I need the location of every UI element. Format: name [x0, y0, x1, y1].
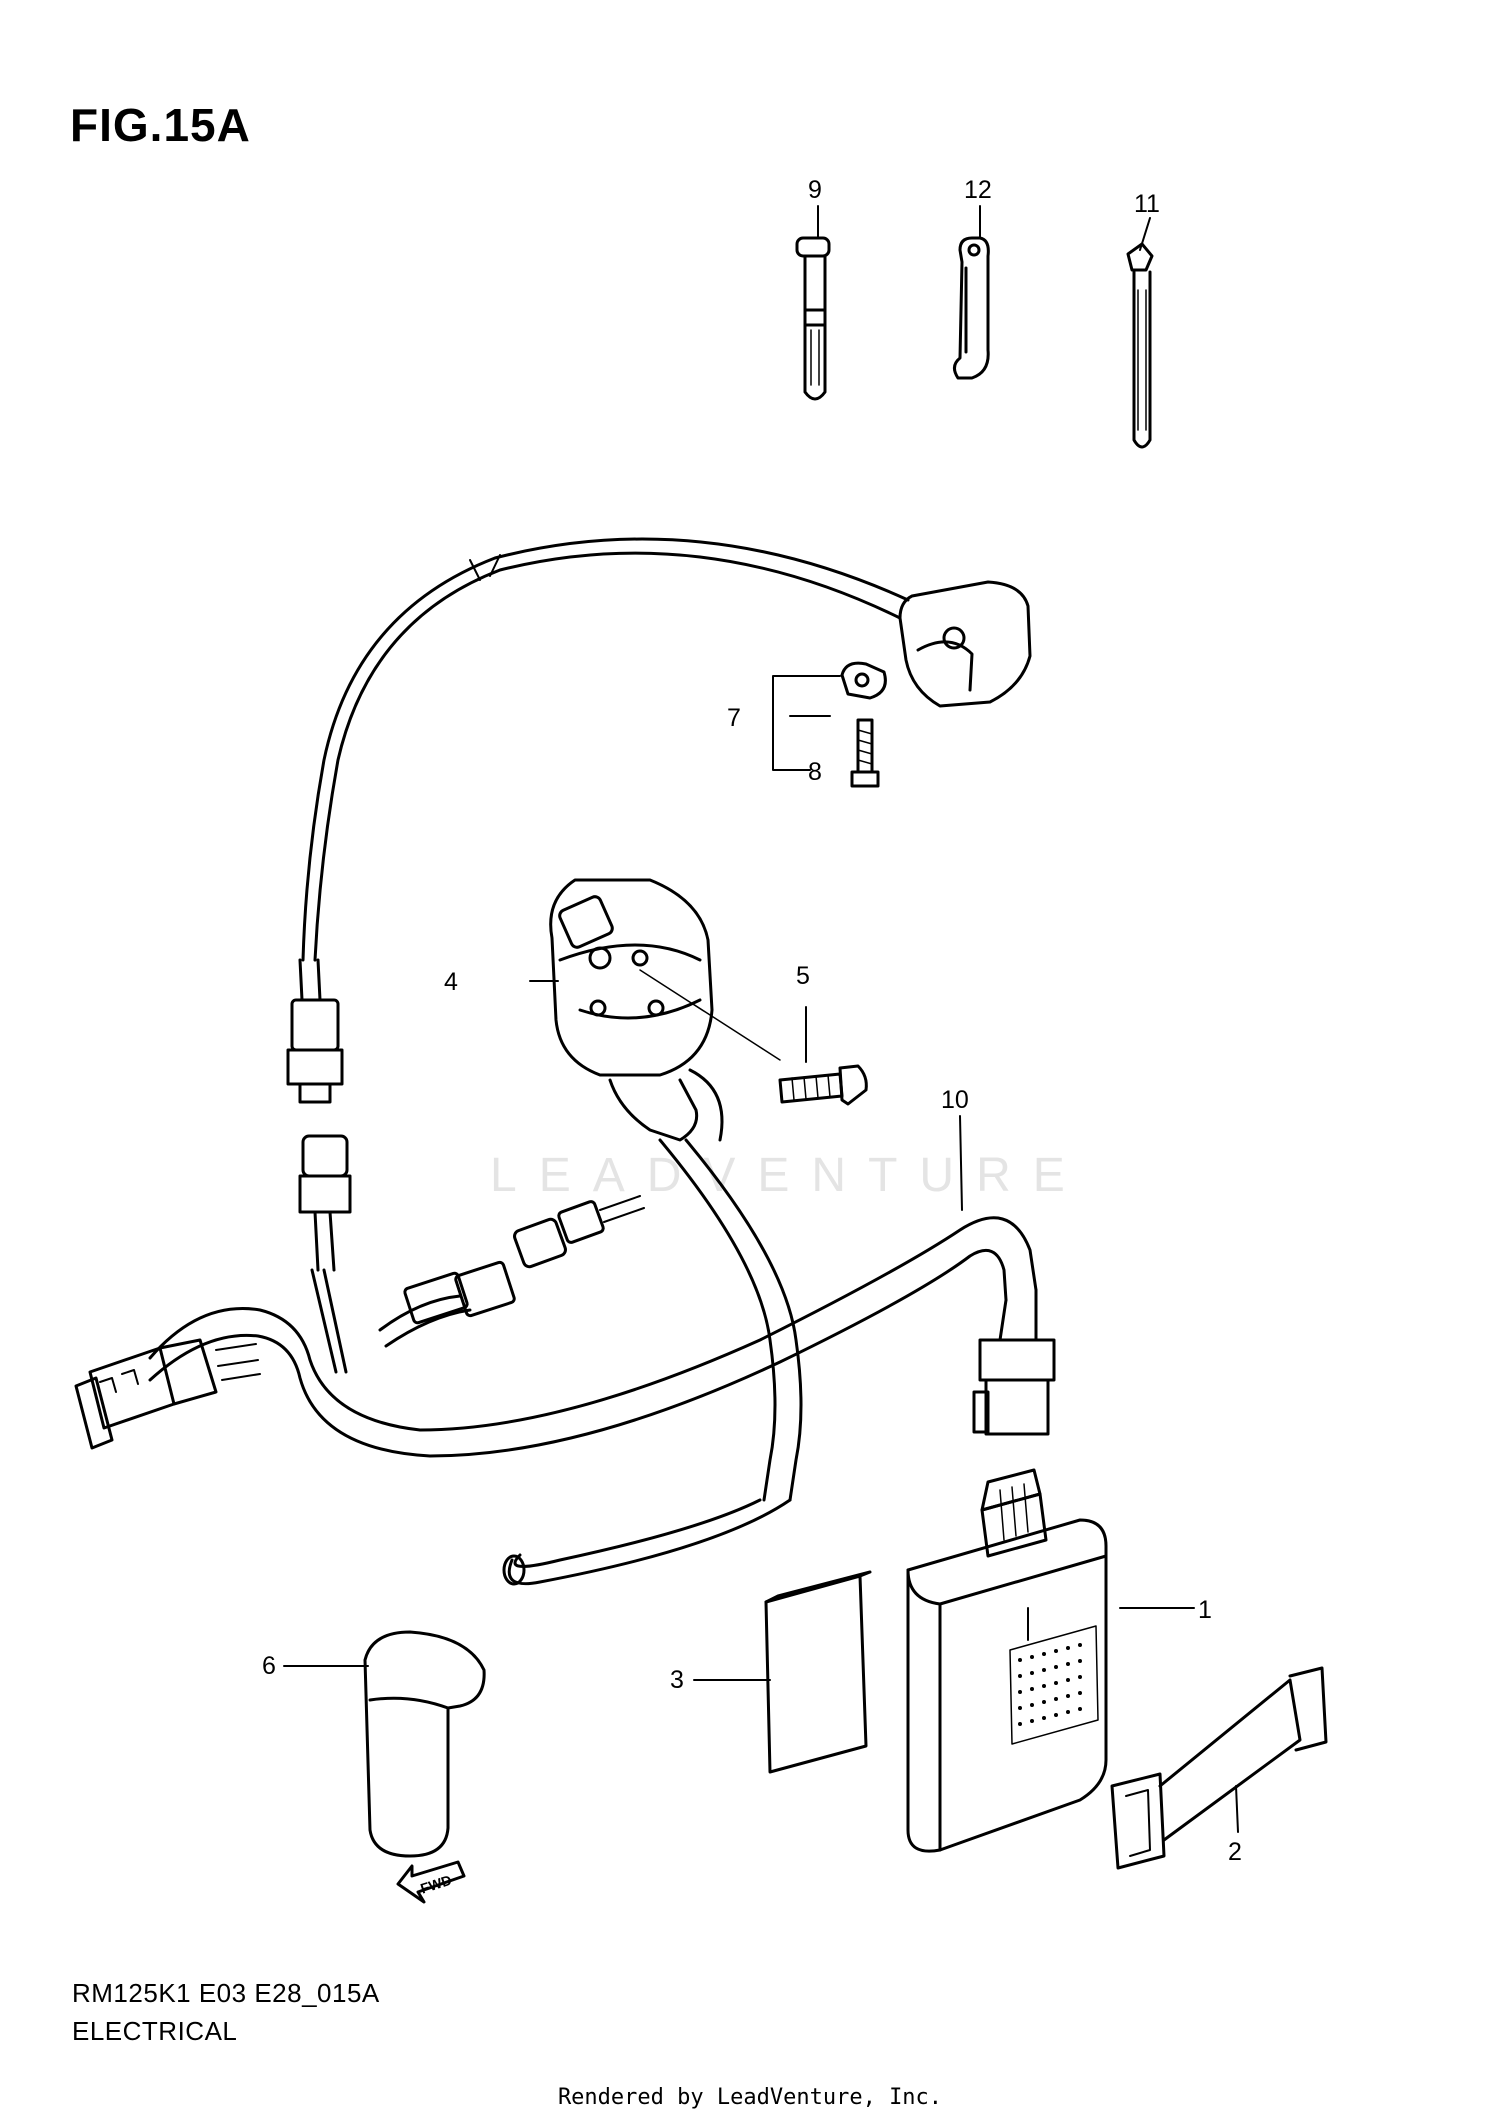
- section-name: ELECTRICAL: [72, 2016, 238, 2046]
- callout-9: 9: [808, 176, 822, 204]
- callout-12: 12: [964, 176, 992, 204]
- watermark: LEADVENTURE: [490, 1149, 1087, 1202]
- part-7-sensor-wire[interactable]: [301, 537, 1032, 962]
- callout-labels: 9 12 11 7 8 4 5 10 1 3 6 2: [262, 176, 1242, 1866]
- callout-11: 11: [1134, 190, 1160, 218]
- callout-5: 5: [796, 962, 810, 990]
- part-5-bolt[interactable]: [778, 1064, 868, 1106]
- part-11-cable-tie[interactable]: [1126, 242, 1154, 449]
- callout-10: 10: [941, 1086, 969, 1114]
- figure-title: FIG.15A: [70, 99, 251, 151]
- harness-coupler-left: [74, 1338, 261, 1450]
- model-code: RM125K1 E03 E28_015A: [72, 1978, 380, 2008]
- callout-6: 6: [262, 1652, 276, 1680]
- fwd-arrow-icon: FWD: [396, 1860, 466, 1904]
- callout-1: 1: [1198, 1596, 1212, 1624]
- part-6-plug-cap[interactable]: [363, 1630, 486, 1858]
- part-12-clamp[interactable]: [953, 236, 990, 380]
- leader-lines: [283, 205, 1239, 1833]
- rendered-by-credit: Rendered by LeadVenture, Inc.: [557, 2085, 943, 2110]
- callout-3: 3: [670, 1666, 684, 1694]
- callout-2: 2: [1228, 1838, 1242, 1866]
- callout-8: 8: [808, 758, 822, 786]
- part-9-cable-tie[interactable]: [795, 236, 831, 401]
- cdi-vent-dots: [1018, 1643, 1082, 1726]
- part-3-pad[interactable]: [764, 1570, 872, 1774]
- sensor-connector: [286, 958, 352, 1272]
- part-8-bolt[interactable]: [850, 718, 880, 788]
- part-2-band[interactable]: [1110, 1666, 1328, 1870]
- callout-7: 7: [727, 704, 741, 732]
- callout-4: 4: [444, 968, 458, 996]
- part-4-ignition-coil[interactable]: [549, 878, 724, 1142]
- part-1-cdi-unit[interactable]: [906, 1468, 1108, 1853]
- part-10-wiring-harness[interactable]: [148, 1138, 1056, 1586]
- fwd-label: FWD: [418, 1872, 453, 1897]
